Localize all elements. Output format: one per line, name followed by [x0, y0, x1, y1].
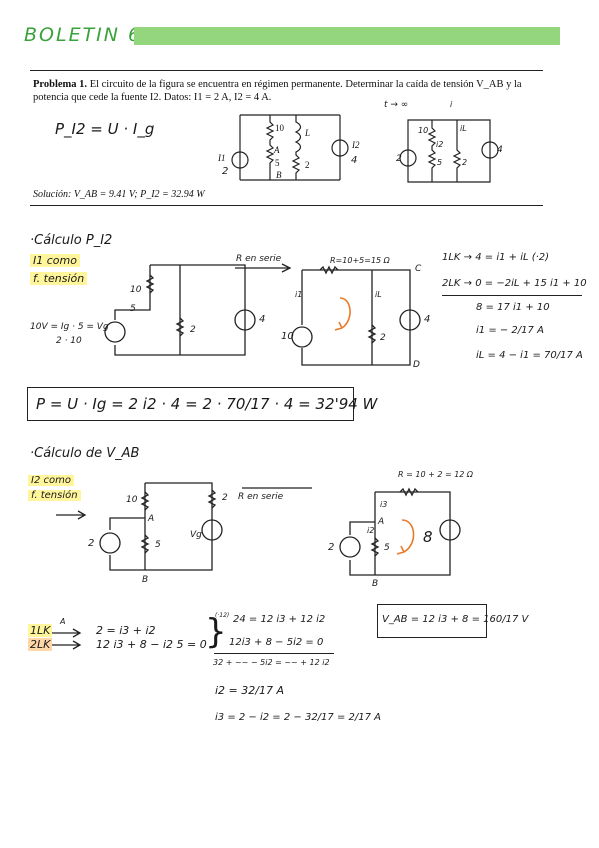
label-i: i — [450, 100, 453, 109]
solution-line: Solución: V_AB = 9.41 V; P_I2 = 32.94 W — [33, 189, 205, 200]
s2-r5b: 5 — [384, 543, 390, 553]
s1-src4: 4 — [259, 314, 266, 325]
s2-vab-result: V_AB = 12 i3 + 8 = 160/17 V — [382, 614, 529, 625]
s1-result: P = U · Ig = 2 i2 · 4 = 2 · 70/17 · 4 = … — [36, 395, 378, 413]
section1-title: ·Cálculo P_I2 — [30, 233, 113, 248]
top-rule — [30, 70, 543, 71]
section2-note-1: I2 como — [28, 475, 74, 486]
s2-sys3: 32 + ~~ − 5i2 = ~~ + 12 i2 — [213, 658, 330, 667]
s2-i3: i3 — [380, 500, 388, 509]
section2-title: ·Cálculo de V_AB — [30, 446, 140, 461]
s2-b2: B — [372, 579, 379, 589]
s1-r10: 10 — [130, 285, 142, 295]
s1-eq-divider — [442, 295, 582, 296]
s1-result-box — [27, 387, 354, 421]
s2-b1: B — [142, 575, 149, 585]
s1-eq1: 1LK → 4 = i1 + iL (·2) — [442, 252, 550, 263]
s2-brace: } — [205, 612, 227, 652]
page-title: BOLETIN 6 — [24, 24, 143, 46]
label-il: iL — [460, 124, 467, 133]
s1-r2b: 2 — [380, 333, 386, 343]
problem-text: El circuito de la figura se encuentra en… — [33, 79, 522, 103]
label-a: A — [274, 145, 280, 155]
s1-eq3: 8 = 17 i1 + 10 — [476, 302, 550, 313]
s2-a2: A — [378, 517, 385, 527]
section2-note-2: f. tensión — [28, 490, 81, 501]
s2-sys2: 12i3 + 8 − 5i2 = 0 — [229, 637, 324, 648]
s2-kcl-label: 1LK — [28, 624, 53, 637]
power-formula: P_I2 = U · I_g — [55, 120, 155, 138]
s1-i1: i1 — [295, 290, 303, 299]
bottom-rule — [30, 205, 543, 206]
s2-i3-result: i3 = 2 − i2 = 2 − 32/17 = 2/17 A — [215, 712, 381, 723]
section1-d-label: D — [413, 360, 420, 370]
section2-arrow-label: R en serie — [238, 492, 284, 502]
s2-kcl-eq: 2 = i3 + i2 — [96, 624, 156, 637]
label-r2: 2 — [305, 160, 310, 170]
s2-r5: 5 — [155, 540, 161, 550]
label-v4: 4 — [497, 145, 503, 155]
label-r5: 5 — [275, 158, 280, 168]
s2-vg: Vg — [190, 530, 202, 540]
s2-sys-mult: (·12) — [215, 612, 230, 619]
problem-statement: Problema 1. El circuito de la figura se … — [33, 78, 545, 104]
s1-src10: 10 — [281, 331, 294, 342]
s1-r5: 5 — [130, 304, 136, 314]
label-i2s: i2 — [436, 140, 444, 149]
section2-r-label: R = 10 + 2 = 12 Ω — [398, 470, 474, 479]
s2-kcl-node: A — [60, 617, 66, 626]
section1-c-label: C — [415, 264, 422, 274]
section1-vg-eq: 10V = Ig · 5 = Vg — [30, 322, 109, 332]
section1-note-1: I1 como — [30, 254, 80, 267]
s2-result-box — [377, 604, 487, 638]
label-l: L — [305, 128, 311, 138]
label-i1-val: 2 — [222, 166, 229, 177]
s2-src8: 8 — [423, 528, 433, 546]
label-v2: 2 — [396, 154, 402, 164]
label-i2-val: 4 — [351, 155, 358, 166]
s1-eq2: 2LK → 0 = −2iL + 15 i1 + 10 — [442, 278, 587, 289]
problem-heading: Problema 1. — [33, 79, 88, 90]
s2-r2: 2 — [222, 493, 228, 503]
label-b: B — [276, 170, 282, 180]
section1-r-label: R=10+5=15 Ω — [330, 256, 390, 265]
label-r10: 10 — [275, 123, 284, 133]
s1-r2: 2 — [190, 325, 196, 335]
s2-r10: 10 — [126, 495, 138, 505]
section1-vg-eq2: 2 · 10 — [56, 336, 82, 346]
s2-sys1: 24 = 12 i3 + 12 i2 — [233, 614, 326, 625]
section1-note-2: f. tensión — [30, 272, 88, 285]
s2-src2b: 2 — [328, 542, 335, 553]
s1-il: iL — [375, 290, 382, 299]
s2-i2: i2 — [367, 526, 375, 535]
s2-kvl-label: 2LK — [28, 638, 53, 651]
s2-sys-divider — [214, 653, 334, 654]
s2-i2-result: i2 = 32/17 A — [215, 684, 284, 697]
s1-src4b: 4 — [424, 314, 431, 325]
label-i2: I2 — [352, 140, 360, 150]
label-r2b: 2 — [462, 158, 468, 167]
s2-src2: 2 — [88, 538, 95, 549]
s1-eq4: i1 = − 2/17 A — [476, 325, 544, 336]
label-r5b: 5 — [437, 158, 443, 167]
title-bar — [134, 27, 560, 45]
section1-arrow-label: R en serie — [236, 254, 282, 264]
time-label: t → ∞ — [384, 100, 409, 110]
s2-kvl-eq: 12 i3 + 8 − i2 5 = 0 — [96, 638, 207, 651]
s2-a1: A — [148, 514, 155, 524]
label-r10b: 10 — [418, 126, 429, 135]
label-i1: I1 — [218, 153, 226, 163]
s1-eq5: iL = 4 − i1 = 70/17 A — [476, 350, 583, 361]
